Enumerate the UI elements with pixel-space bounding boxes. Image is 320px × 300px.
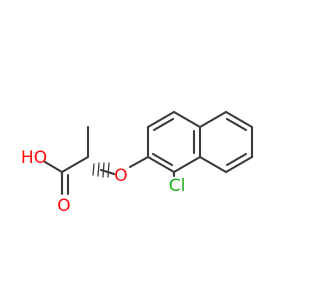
bond-chiral-carboxyl	[60, 155, 90, 174]
oxygen-carbonyl-label: O	[57, 196, 70, 216]
bond-c4-c4a	[172, 110, 202, 129]
molecule-canvas: O HO O Cl	[20, 110, 254, 216]
double-bond-c1-c2	[151, 152, 174, 167]
bond-c2-o	[128, 155, 150, 169]
bond-c1-c2	[146, 155, 176, 174]
bond-c3-c4	[146, 110, 176, 129]
bond-c7-c8	[224, 155, 254, 174]
double-bond-c7-c8	[225, 152, 248, 167]
double-bond-c5-c6	[225, 117, 248, 132]
stereo-hash-bond	[92, 162, 110, 178]
bond-c8a-c1	[172, 155, 202, 174]
oxygen-ether-label: O	[114, 166, 127, 186]
double-bond-c3-c4	[152, 117, 175, 132]
chlorine-label: Cl	[169, 176, 186, 196]
bond-c8-c8a	[198, 155, 228, 174]
bond-c4a-c5	[198, 110, 228, 129]
molecule-structure: O HO O Cl	[21, 110, 254, 216]
bond-c5-c6	[224, 110, 254, 129]
bond-carboxyl-oh	[43, 160, 64, 174]
hydroxyl-label: HO	[21, 148, 47, 168]
